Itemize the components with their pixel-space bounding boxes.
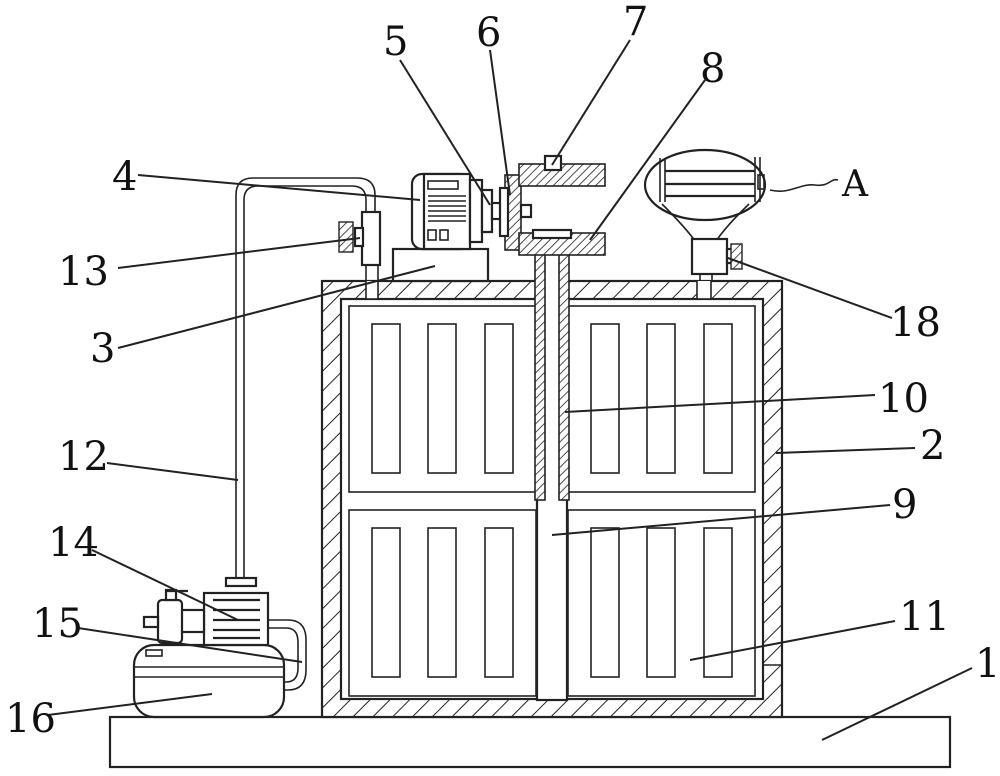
pump-outlet-pipe	[268, 619, 307, 691]
label-16: 16	[5, 696, 56, 742]
pump	[142, 576, 270, 647]
upper-bevel-gear	[518, 154, 606, 187]
label-A: A	[841, 164, 869, 205]
leader-lines	[47, 39, 973, 741]
label-6: 6	[476, 10, 501, 56]
filter-housing	[643, 148, 839, 252]
label-18: 18	[890, 300, 941, 346]
label-1: 1	[975, 641, 1000, 687]
label-13: 13	[58, 249, 109, 295]
label-11: 11	[899, 594, 950, 640]
label-4: 4	[112, 154, 137, 200]
motor	[410, 172, 494, 251]
inlet-valve	[338, 210, 382, 267]
lower-bevel-gear	[518, 228, 606, 256]
motor-mount	[391, 247, 490, 283]
label-9: 9	[892, 482, 917, 528]
label-15: 15	[32, 601, 83, 647]
label-5: 5	[383, 19, 408, 65]
label-10: 10	[878, 376, 929, 422]
label-12: 12	[58, 434, 109, 480]
outlet-valve	[690, 237, 743, 276]
label-7: 7	[623, 0, 648, 45]
label-8: 8	[700, 46, 725, 92]
label-14: 14	[48, 520, 99, 566]
base-plate	[108, 715, 952, 769]
label-3: 3	[90, 326, 115, 372]
label-2: 2	[920, 423, 945, 469]
